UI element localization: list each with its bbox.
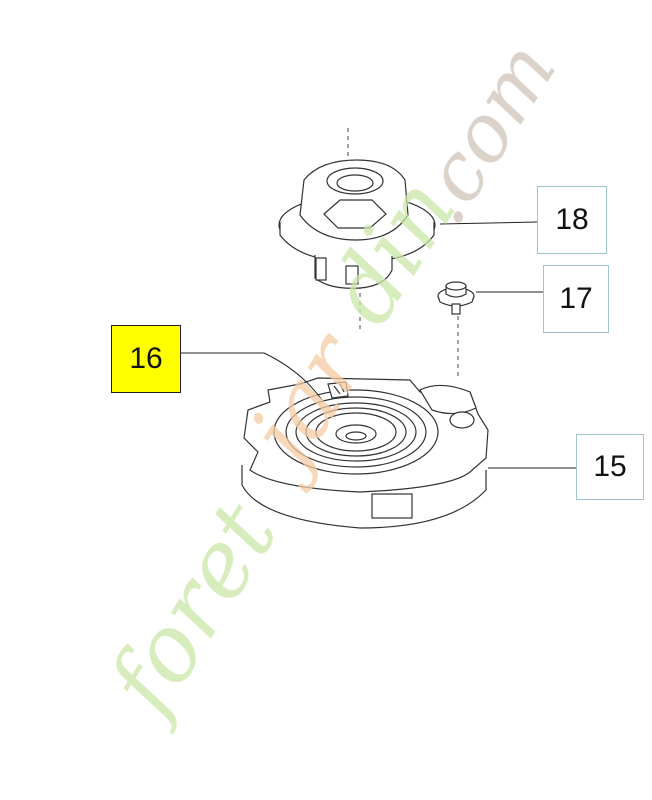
part-16-spring xyxy=(295,381,417,462)
part-17-screw xyxy=(437,281,475,315)
callout-17: 17 xyxy=(543,265,609,333)
leader-line-16 xyxy=(181,352,323,401)
callout-18: 18 xyxy=(537,186,607,254)
callout-15: 15 xyxy=(576,434,644,500)
part-18-cap xyxy=(278,159,436,289)
svg-text:foret: foret xyxy=(85,483,299,736)
callout-16-highlighted: 16 xyxy=(111,325,181,393)
leader-line-18 xyxy=(439,221,538,225)
